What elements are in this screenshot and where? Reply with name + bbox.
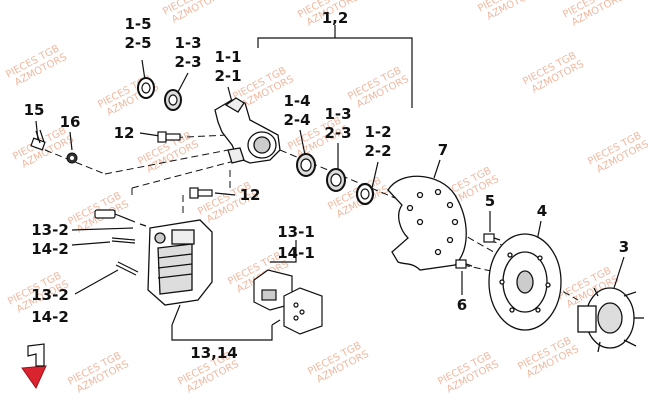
bearing-1-3 [326, 168, 346, 192]
screw-5 [483, 233, 501, 243]
callout-16: 16 [60, 113, 81, 131]
leader-14-2-top [71, 241, 111, 246]
leader-12-top [139, 132, 161, 137]
callout-labels: 1,2 1-5 2-5 1-3 2-3 1-1 2-1 1-4 2-4 1-3 … [24, 9, 630, 362]
seal-1-2 [355, 182, 375, 206]
leader-12-bottom [214, 192, 236, 196]
dust-shield-7 [387, 175, 467, 271]
callout-1-2: 1-2 [364, 123, 391, 141]
dash-hub-caliper [104, 149, 229, 175]
callout-12-bottom: 12 [240, 186, 261, 204]
leader-1-1 [227, 86, 233, 103]
callout-15: 15 [24, 101, 45, 119]
brake-disc-4 [488, 233, 562, 331]
leader-13-2-top [71, 227, 134, 231]
callout-7: 7 [438, 141, 448, 159]
callout-14-1: 14-1 [277, 244, 315, 262]
callout-12-top: 12 [114, 124, 135, 142]
dash-screw-5 [489, 239, 526, 256]
callout-2-2: 2-2 [364, 142, 391, 160]
bolt-15 [30, 129, 46, 151]
bolt-12-top [157, 131, 181, 143]
callout-2-1: 2-1 [214, 67, 241, 85]
callout-14-2-top: 14-2 [31, 240, 69, 258]
callout-1-3: 1-3 [324, 105, 351, 123]
leader-1-3-top [177, 72, 189, 93]
callout-4: 4 [537, 202, 547, 220]
leader-lines [35, 25, 625, 341]
bolt-12-bottom [189, 187, 213, 199]
leader-13-14-left [171, 304, 181, 326]
bearing-1-4 [296, 153, 316, 177]
leader-13-2-bottom [74, 269, 119, 295]
dash-bearings [279, 149, 396, 199]
callout-2-3-top: 2-3 [174, 53, 201, 71]
callout-13-14: 13,14 [190, 344, 237, 362]
callout-1-1: 1-1 [214, 48, 241, 66]
dash-screw-6 [462, 264, 511, 276]
seal-1-5 [137, 77, 155, 99]
callout-2-4: 2-4 [283, 111, 310, 129]
callout-1-2-group: 1,2 [322, 9, 349, 27]
leader-7 [433, 159, 441, 179]
callout-13-2-top: 13-2 [31, 221, 69, 239]
callout-1-3-top: 1-3 [174, 34, 201, 52]
callout-6: 6 [457, 296, 467, 314]
callout-5: 5 [485, 192, 495, 210]
bearing-1-3-top [164, 89, 182, 111]
bracket-13-14 [171, 325, 273, 341]
callout-1-5: 1-5 [124, 15, 151, 33]
wheel-hub-3 [577, 287, 644, 353]
callout-13-2-bottom: 13-2 [31, 286, 69, 304]
caliper-pins [94, 209, 147, 276]
leader-1-5 [141, 59, 146, 81]
brake-caliper [147, 219, 213, 306]
leader-1-2-small [371, 161, 379, 189]
callout-1-4: 1-4 [283, 92, 310, 110]
steering-knuckle-1-1 [214, 97, 281, 164]
leader-13-14-right [271, 319, 281, 326]
callout-13-1: 13-1 [277, 223, 315, 241]
callout-2-5: 2-5 [124, 34, 151, 52]
callout-2-3: 2-3 [324, 124, 351, 142]
brake-pads-13-1 [253, 269, 323, 335]
callout-14-2-bottom: 14-2 [31, 308, 69, 326]
dash-bolt-12-mid [131, 159, 239, 189]
callout-3: 3 [619, 238, 629, 256]
leader-16 [69, 131, 73, 151]
leader-3 [613, 256, 625, 289]
bracket-13-1 [270, 240, 297, 263]
screw-6 [455, 259, 473, 269]
nut-16 [66, 152, 78, 164]
leader-1-4 [299, 129, 306, 156]
brand-logo-icon [21, 343, 47, 390]
